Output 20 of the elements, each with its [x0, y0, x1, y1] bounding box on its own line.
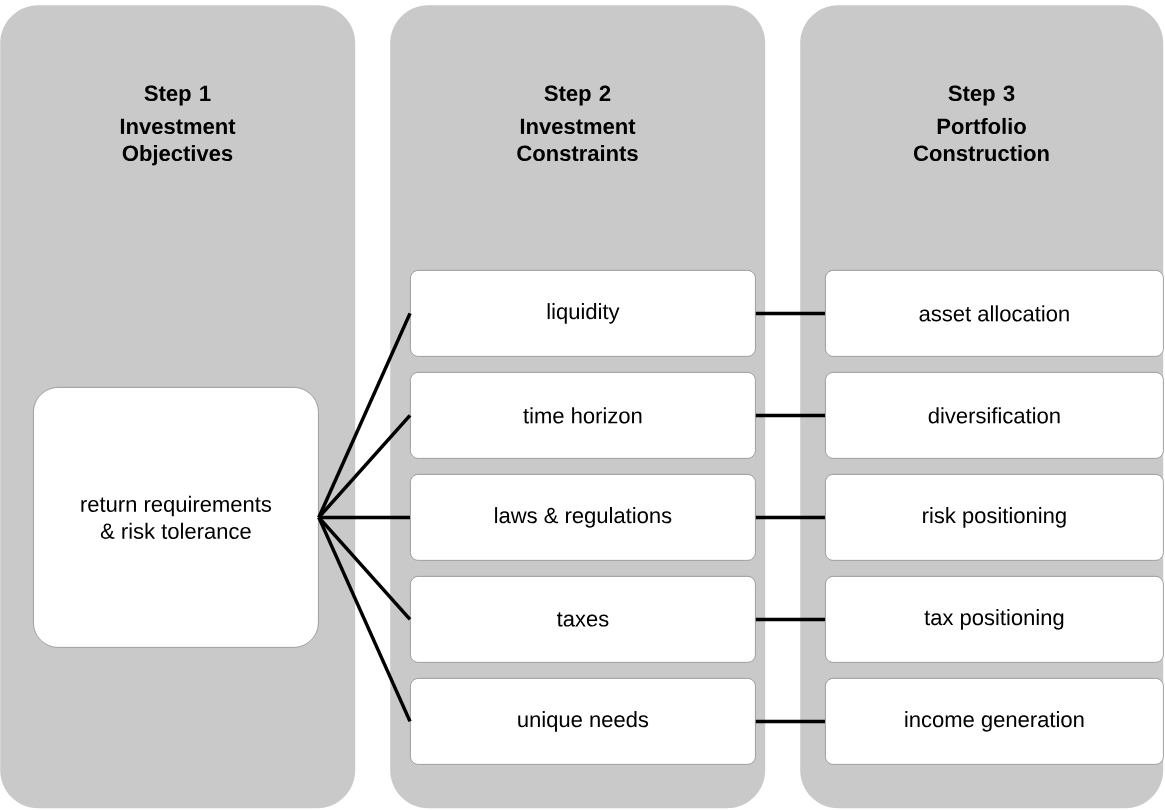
text-box: income generation	[825, 678, 1164, 765]
text-box: diversification	[825, 372, 1164, 459]
text-box: risk positioning	[825, 474, 1164, 561]
text-box: taxes	[410, 576, 756, 663]
connector-line	[755, 413, 825, 418]
text-box: asset allocation	[825, 270, 1164, 357]
text-box: unique needs	[410, 678, 756, 765]
connector-line	[755, 617, 825, 622]
text-box: laws & regulations	[410, 474, 756, 561]
connector-line	[755, 515, 825, 520]
connector-line	[317, 516, 412, 723]
connector-line	[755, 719, 825, 724]
text-box: tax positioning	[825, 576, 1164, 663]
connector-line	[317, 312, 412, 519]
connector-line	[318, 515, 410, 520]
text-box: time horizon	[410, 372, 756, 459]
connector-line	[317, 414, 412, 519]
connector-line	[755, 311, 825, 316]
text-box: liquidity	[410, 270, 756, 357]
text-box: return requirements & risk tolerance	[33, 387, 319, 648]
